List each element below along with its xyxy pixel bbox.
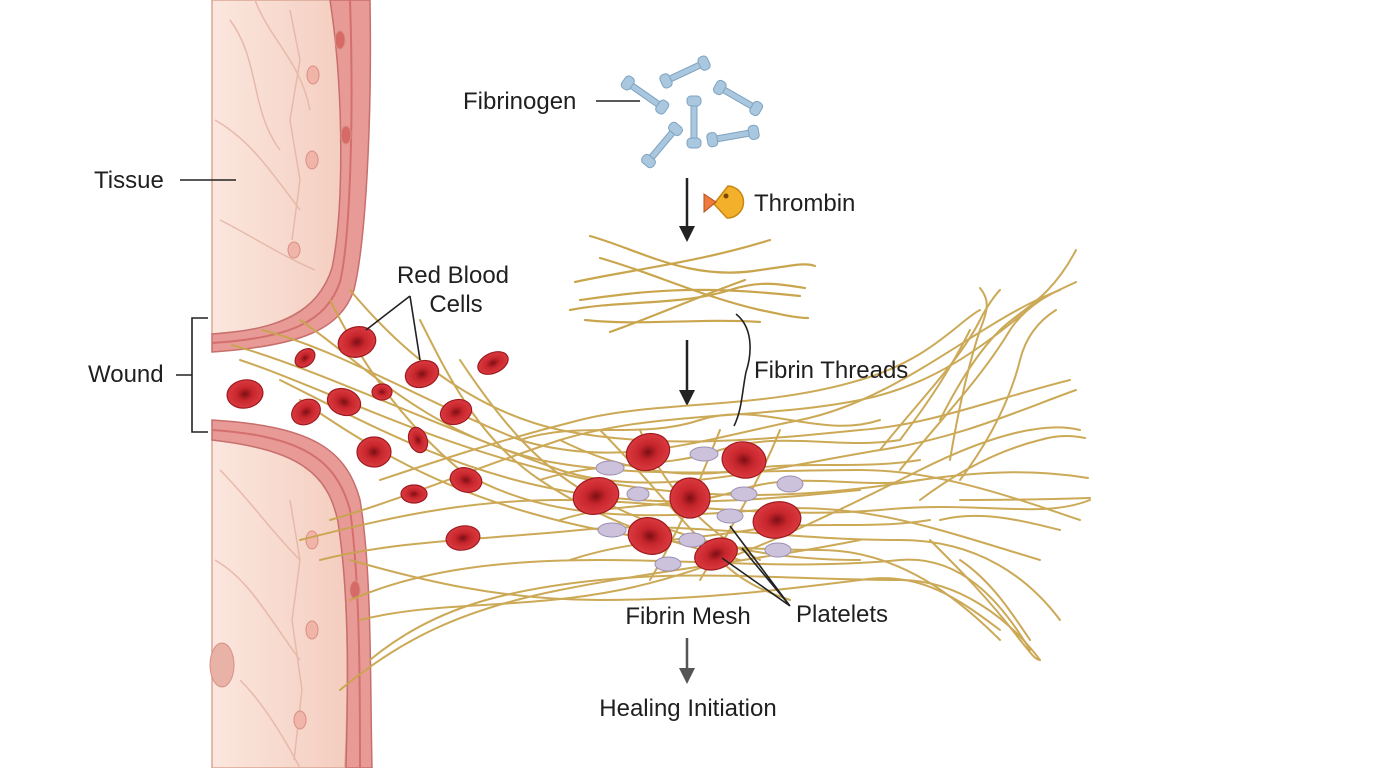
labels: Fibrinogen Thrombin Tissue Red Blood Cel… xyxy=(88,88,908,722)
rbc xyxy=(477,351,509,375)
rbc xyxy=(627,517,673,555)
process-arrows xyxy=(679,178,695,684)
platelet xyxy=(716,508,744,524)
label-wound: Wound xyxy=(88,361,164,388)
rbc xyxy=(226,379,264,409)
platelet xyxy=(595,460,625,476)
upper-wall-inner-line xyxy=(211,0,353,344)
rbc xyxy=(326,387,362,417)
upper-vessel-wall xyxy=(211,0,372,353)
rbc xyxy=(337,326,377,358)
rbc xyxy=(752,501,802,539)
rbc xyxy=(721,441,767,479)
label-platelets: Platelets xyxy=(796,601,888,628)
rbc xyxy=(407,426,429,454)
label-healing-initiation: Healing Initiation xyxy=(599,695,776,722)
rbc xyxy=(356,436,392,468)
fibrinogen-molecules xyxy=(620,55,764,169)
platelet xyxy=(776,475,804,493)
upper-tissue-texture xyxy=(214,0,316,271)
platelet xyxy=(626,486,650,502)
platelets-leader xyxy=(721,525,791,607)
upper-tissue-cells xyxy=(287,30,352,259)
arrow-mesh-to-healing xyxy=(679,638,695,684)
rbc xyxy=(445,525,481,551)
rbc xyxy=(294,348,316,368)
rbc xyxy=(439,398,473,426)
arrow-fibrinogen-to-threads xyxy=(679,178,695,242)
rbc xyxy=(669,477,711,519)
label-fibrin-threads: Fibrin Threads xyxy=(754,357,908,384)
platelet xyxy=(678,532,706,548)
platelet xyxy=(764,542,792,558)
rbc xyxy=(572,477,620,515)
rbc xyxy=(449,467,483,493)
thrombin-enzyme-icon xyxy=(703,185,745,219)
rbc-leader xyxy=(365,295,421,361)
tissue-wall xyxy=(209,0,373,768)
platelets-cluster xyxy=(595,446,804,572)
arrow-threads-to-mesh xyxy=(679,340,695,406)
wound-bracket xyxy=(176,317,208,433)
platelet xyxy=(597,522,627,538)
platelet xyxy=(689,446,719,462)
label-thrombin: Thrombin xyxy=(754,190,855,217)
rbc xyxy=(291,398,321,426)
lower-wall-inner-line xyxy=(211,429,361,768)
leader-lines xyxy=(176,100,791,607)
red-blood-cells xyxy=(226,326,802,571)
rbc xyxy=(400,484,428,504)
lower-vessel-wall xyxy=(211,419,373,768)
rbc xyxy=(404,359,440,389)
platelet xyxy=(730,486,758,502)
fibrinogen-molecule-icon xyxy=(620,55,764,169)
platelet xyxy=(654,556,682,572)
label-fibrin-mesh: Fibrin Mesh xyxy=(625,603,750,630)
fibrin-threads-bundle xyxy=(568,234,817,334)
rbc xyxy=(625,432,671,472)
label-red-blood-cells-line2: Cells xyxy=(429,291,482,318)
label-red-blood-cells-line1: Red Blood xyxy=(397,262,509,289)
label-tissue: Tissue xyxy=(94,167,164,194)
label-fibrinogen: Fibrinogen xyxy=(463,88,576,115)
lower-tissue-cells xyxy=(209,530,361,730)
rbc xyxy=(371,383,393,401)
fibrin-threads-leader xyxy=(733,313,751,427)
